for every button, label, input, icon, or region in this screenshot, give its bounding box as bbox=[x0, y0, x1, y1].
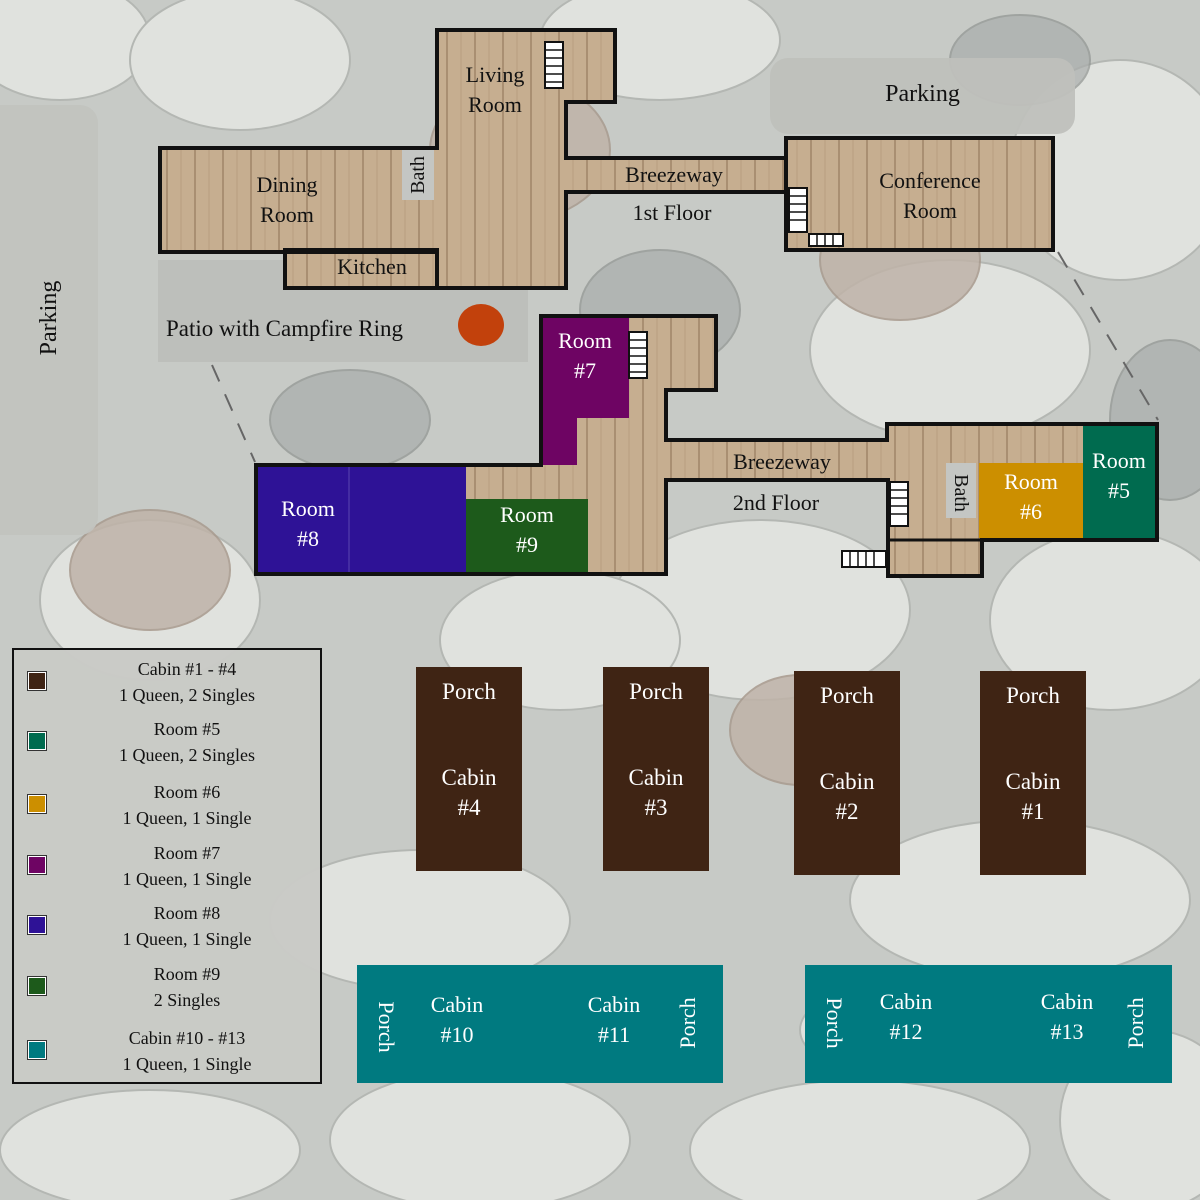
kitchen-label: Kitchen bbox=[337, 254, 407, 279]
room-8-label: Room#8 bbox=[281, 496, 335, 551]
porch-label-cabin-13: Porch bbox=[1123, 997, 1148, 1049]
bath-1-fill bbox=[402, 150, 434, 200]
cabin-13-label: Cabin#13 bbox=[1040, 989, 1094, 1044]
porch-label: Porch bbox=[629, 679, 683, 704]
cabin-10-label: Cabin#10 bbox=[430, 992, 484, 1047]
legend-swatch bbox=[28, 916, 46, 934]
room-8-fill bbox=[258, 467, 466, 572]
cabin-name: Cabin#3 bbox=[628, 765, 684, 820]
porch-label: Porch bbox=[442, 679, 496, 704]
cabin-11-label: Cabin#11 bbox=[587, 992, 641, 1047]
bath-label-first-floor: Bath bbox=[407, 156, 429, 194]
room-6-label: Room#6 bbox=[1004, 469, 1058, 524]
cabin-1: Porch Cabin#1 bbox=[980, 671, 1086, 875]
legend-swatch bbox=[28, 732, 46, 750]
parking-area-north bbox=[770, 58, 1075, 134]
cabins-12-13-building bbox=[805, 965, 1172, 1083]
legend-swatch bbox=[28, 1041, 46, 1059]
parking-area-west bbox=[0, 105, 98, 535]
bath-2-fill bbox=[946, 463, 976, 518]
cabin-12-label: Cabin#12 bbox=[879, 989, 933, 1044]
campfire-ring-icon bbox=[458, 304, 504, 346]
room-7-fill bbox=[541, 318, 629, 465]
room-9-fill bbox=[466, 499, 588, 572]
first-floor-label: 1st Floor bbox=[632, 200, 712, 225]
legend-swatch bbox=[28, 977, 46, 995]
cabin-name: Cabin#4 bbox=[441, 765, 497, 820]
cabin-2: Porch Cabin#2 bbox=[794, 671, 900, 875]
cabin-name: Cabin#2 bbox=[819, 769, 875, 824]
room-6-fill bbox=[979, 463, 1083, 538]
room-7-label: Room#7 bbox=[558, 328, 612, 383]
parking-label-north: Parking bbox=[885, 81, 960, 107]
breezeway-label-first-floor: Breezeway bbox=[625, 162, 723, 187]
legend-swatch bbox=[28, 856, 46, 874]
porch-label-cabin-11: Porch bbox=[675, 997, 700, 1049]
room-5-label: Room#5 bbox=[1092, 448, 1146, 503]
legend-swatch bbox=[28, 795, 46, 813]
porch-label: Porch bbox=[820, 683, 874, 708]
cabins-10-11-building bbox=[357, 965, 723, 1083]
room-5-fill bbox=[1083, 426, 1155, 538]
porch-label: Porch bbox=[1006, 683, 1060, 708]
first-floor-main bbox=[158, 28, 788, 290]
cabin-4: Porch Cabin#4 bbox=[416, 667, 522, 871]
porch-label-cabin-10: Porch bbox=[374, 1001, 399, 1053]
cabin-name: Cabin#1 bbox=[1005, 769, 1061, 824]
breezeway-label-second-floor: Breezeway bbox=[733, 449, 831, 474]
second-floor-label: 2nd Floor bbox=[732, 490, 820, 515]
bath-label-second-floor: Bath bbox=[950, 474, 972, 512]
legend-swatch bbox=[28, 672, 46, 690]
cabin-3: Porch Cabin#3 bbox=[603, 667, 709, 871]
porch-label-cabin-12: Porch bbox=[822, 997, 847, 1049]
room-9-label: Room#9 bbox=[500, 502, 554, 557]
patio-label: Patio with Campfire Ring bbox=[166, 316, 404, 341]
